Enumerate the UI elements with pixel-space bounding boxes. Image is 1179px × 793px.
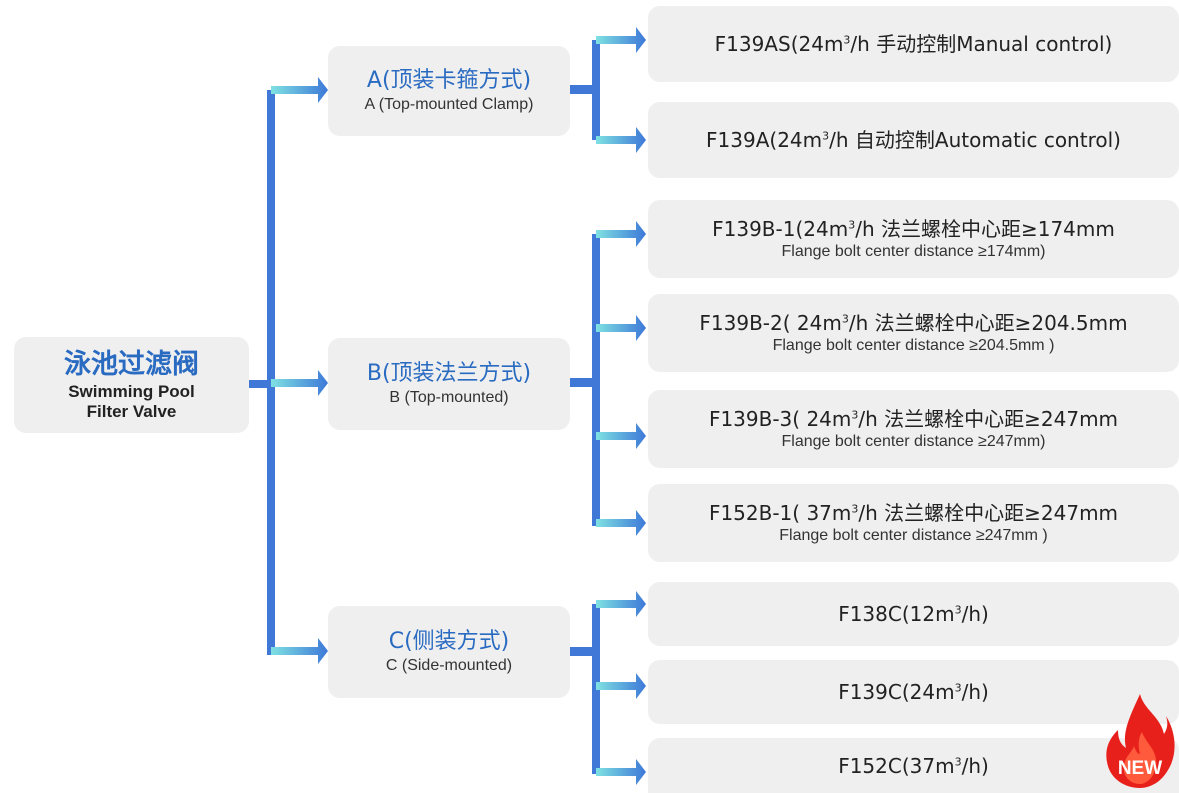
branch-b-node: B(顶装法兰方式) B (Top-mounted) <box>328 338 570 430</box>
root-title-cn: 泳池过滤阀 <box>64 349 199 380</box>
leaf-f152b-1: F152B-1( 37m3/h 法兰螺栓中心距≥247mm Flange bol… <box>648 484 1179 562</box>
leaf-sub-text: Flange bolt center distance ≥174mm) <box>781 243 1046 260</box>
leaf-main-text: F139A(24m3/h 自动控制Automatic control) <box>706 128 1121 152</box>
leaf-f138c: F138C(12m3/h) <box>648 582 1179 646</box>
branch-b-label-cn: B(顶装法兰方式) <box>366 361 532 386</box>
flame-icon <box>1106 694 1175 788</box>
branch-b-label-en: B (Top-mounted) <box>389 389 509 406</box>
new-badge: NEW <box>1117 758 1163 779</box>
root-node: 泳池过滤阀 Swimming Pool Filter Valve <box>14 337 249 433</box>
leaf-f139c: F139C(24m3/h) <box>648 660 1179 724</box>
leaf-main-text: F138C(12m3/h) <box>838 602 989 626</box>
leaf-main-text: F152B-1( 37m3/h 法兰螺栓中心距≥247mm <box>708 501 1119 525</box>
root-title-en-line2: Filter Valve <box>86 402 177 421</box>
branch-a-label-cn: A(顶装卡箍方式) <box>366 68 532 93</box>
branch-c-label-cn: C(侧装方式) <box>388 629 510 654</box>
leaf-main-text: F152C(37m3/h) <box>838 753 989 778</box>
leaf-f152c: F152C(37m3/h) <box>648 738 1179 793</box>
leaf-main-text: F139C(24m3/h) <box>838 680 989 704</box>
root-title-en-line1: Swimming Pool <box>68 382 195 401</box>
branch-c-node: C(侧装方式) C (Side-mounted) <box>328 606 570 698</box>
leaf-f139b-2: F139B-2( 24m3/h 法兰螺栓中心距≥204.5mm Flange b… <box>648 294 1179 372</box>
leaf-sub-text: Flange bolt center distance ≥204.5mm ) <box>772 337 1055 354</box>
branch-a-label-en: A (Top-mounted Clamp) <box>364 96 534 113</box>
leaf-main-text: F139B-1(24m3/h 法兰螺栓中心距≥174mm <box>712 217 1115 241</box>
leaf-f139b-1: F139B-1(24m3/h 法兰螺栓中心距≥174mm Flange bolt… <box>648 200 1179 278</box>
leaf-f139a: F139A(24m3/h 自动控制Automatic control) <box>648 102 1179 178</box>
leaf-main-text: F139AS(24m3/h 手动控制Manual control) <box>714 32 1113 56</box>
leaf-f139b-3: F139B-3( 24m3/h 法兰螺栓中心距≥247mm Flange bol… <box>648 390 1179 468</box>
leaf-main-text: F139B-3( 24m3/h 法兰螺栓中心距≥247mm <box>708 407 1119 431</box>
leaf-sub-text: Flange bolt center distance ≥247mm) <box>781 433 1046 450</box>
leaf-sub-text: Flange bolt center distance ≥247mm ) <box>779 527 1048 544</box>
branch-a-node: A(顶装卡箍方式) A (Top-mounted Clamp) <box>328 46 570 136</box>
leaf-f139as: F139AS(24m3/h 手动控制Manual control) <box>648 6 1179 82</box>
branch-c-label-en: C (Side-mounted) <box>385 657 513 674</box>
leaf-main-text: F139B-2( 24m3/h 法兰螺栓中心距≥204.5mm <box>699 311 1128 335</box>
